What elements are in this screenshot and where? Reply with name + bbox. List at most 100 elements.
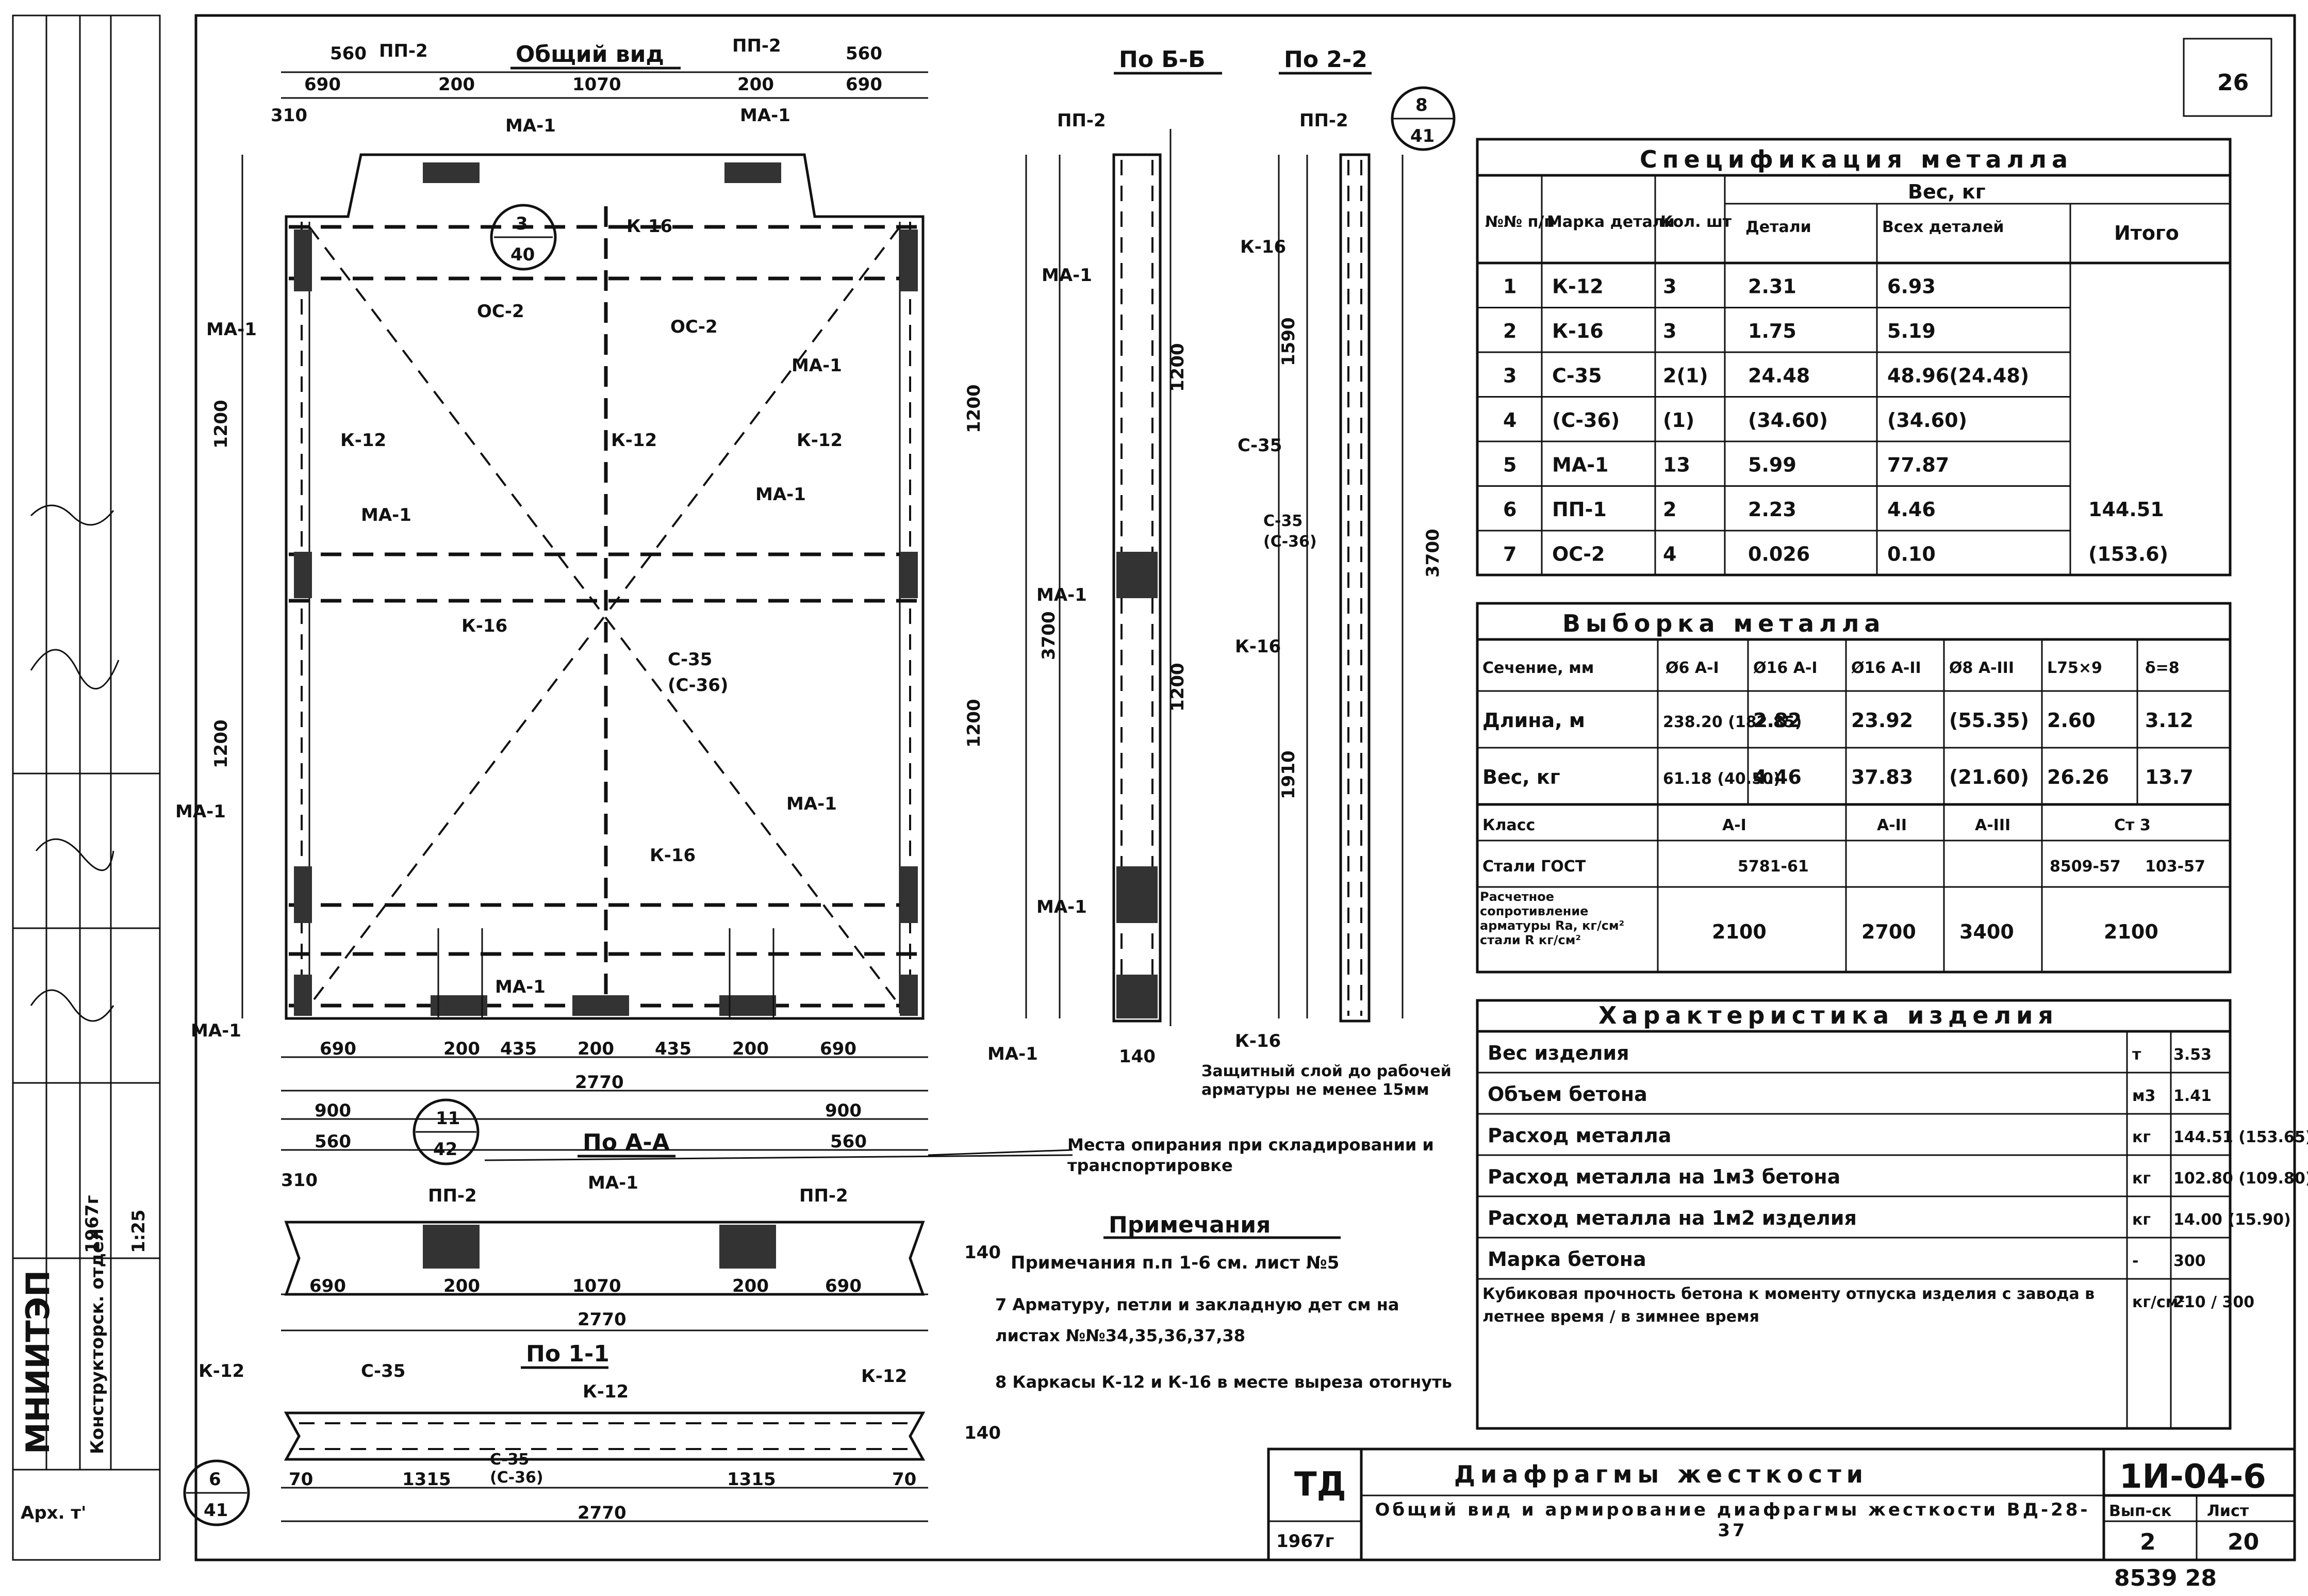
dim-bot-435-a: 435	[500, 1039, 537, 1059]
label-oc2-a: ОС-2	[477, 301, 524, 322]
dim-1200-left-b: 1200	[211, 719, 232, 768]
label-ma1-top-b: МА-1	[740, 105, 790, 126]
char-unit: -	[2132, 1252, 2138, 1270]
resist-label-box: Расчетное сопротивление арматуры Ra, кг/…	[1480, 890, 1624, 947]
tb-issue: 2	[2140, 1529, 2156, 1555]
label-ma1-left-1: МА-1	[206, 319, 257, 340]
tb-subtitle-box: Общий вид и армирование диафрагмы жестко…	[1375, 1500, 2087, 1541]
char-unit: кг	[2132, 1211, 2151, 1229]
spec-cell: 0.026	[1748, 543, 1810, 566]
dim-bot-200-a: 200	[443, 1039, 480, 1059]
svg-text:70: 70	[289, 1469, 313, 1490]
svg-text:Ø8 А-III: Ø8 А-III	[1949, 659, 2014, 677]
label-22-c35b: С-35	[1263, 512, 1303, 530]
tb-td: ТД	[1294, 1466, 1346, 1504]
label-ma1-bottom: МА-1	[495, 977, 546, 997]
note-8-box: 8 Каркасы К-12 и К-16 в месте выреза ото…	[995, 1372, 1452, 1392]
svg-text:L75×9: L75×9	[2047, 659, 2102, 677]
tb-sheet-label: Лист	[2207, 1502, 2249, 1520]
svg-text:Класс: Класс	[1482, 816, 1535, 834]
label-22-c36: (С-36)	[1263, 533, 1317, 551]
callout-3-40: 3 40	[490, 204, 557, 271]
svg-text:140: 140	[964, 1242, 1001, 1263]
label-ma1-right-1: МА-1	[792, 355, 842, 376]
spec-cell: ОС-2	[1552, 543, 1605, 566]
svg-text:1200: 1200	[1167, 343, 1188, 392]
svg-text:δ=8: δ=8	[2145, 659, 2180, 677]
spec-cell: 4	[1503, 409, 1516, 432]
section-aa: 690 200 1070 200 690 2770 ПП-2 МА-1 ПП-2…	[281, 1173, 1001, 1331]
label-k16-top: К-16	[627, 216, 672, 237]
steel-title: Выборка металла	[1562, 610, 1886, 637]
svg-text:1910: 1910	[1278, 750, 1299, 799]
steel-cell: 23.92	[1851, 709, 1913, 732]
spec-table: Спецификация металла Вес, кг №№ п/п Марк…	[1476, 138, 2232, 577]
tb-name: Диафрагмы жесткости	[1454, 1460, 1868, 1488]
spec-cell: 13	[1663, 454, 1690, 476]
callout-6-41: 6 41	[183, 1459, 250, 1526]
svg-text:Ø6 А-I: Ø6 А-I	[1666, 659, 1719, 677]
spec-cell: (153.6)	[2088, 543, 2168, 566]
spec-cell: (34.60)	[1887, 409, 1967, 432]
spec-cell: 77.87	[1887, 454, 1949, 476]
char-unit: кг/см²	[2132, 1293, 2185, 1311]
spec-title: Спецификация металла	[1640, 145, 2073, 173]
label-11-c36: (С-36)	[490, 1469, 543, 1487]
svg-text:6: 6	[209, 1469, 221, 1490]
label-bb-pp2: ПП-2	[1057, 110, 1106, 131]
label-22-k16-c: К-16	[1235, 1031, 1281, 1051]
svg-text:Кол. шт: Кол. шт	[1660, 213, 1732, 231]
spec-cell: 3	[1663, 320, 1676, 342]
dim-bb-140: 140	[1119, 1046, 1156, 1067]
dim-bot-200-c: 200	[732, 1039, 769, 1059]
svg-text:А-II: А-II	[1877, 816, 1907, 834]
spec-cell: 0.10	[1887, 543, 1936, 566]
svg-text:Ст 3: Ст 3	[2114, 816, 2151, 834]
dim-bot-560-b: 560	[830, 1131, 867, 1152]
spec-weight-head: Вес, кг	[1908, 180, 1986, 203]
label-c36: (С-36)	[668, 675, 728, 696]
spec-cell: ПП-1	[1552, 498, 1607, 521]
callout-11-42: 11 42	[413, 1098, 480, 1165]
spec-cell: К-12	[1552, 275, 1604, 298]
dim-200-b: 200	[737, 74, 774, 95]
svg-text:Всех деталей: Всех деталей	[1882, 218, 2004, 236]
spec-cell: 2	[1663, 498, 1676, 521]
svg-text:8: 8	[1415, 95, 1428, 116]
label-11-k12-b: К-12	[583, 1381, 629, 1402]
label-ma1-lower-right: МА-1	[786, 794, 837, 814]
dim-310: 310	[271, 105, 307, 126]
svg-text:А-I: А-I	[1722, 816, 1746, 834]
spec-cell: 7	[1503, 543, 1516, 566]
label-bb-ma1-a: МА-1	[1042, 265, 1092, 286]
tb-code: 1И-04-6	[2119, 1458, 2266, 1496]
svg-text:№№ п/п: №№ п/п	[1485, 213, 1555, 231]
notes-block: Защитный слой до рабочей арматуры не мен…	[484, 1062, 1452, 1392]
svg-text:40: 40	[510, 244, 535, 265]
dim-bot-2770: 2770	[575, 1072, 624, 1093]
spec-cell: 5.19	[1887, 320, 1936, 342]
dim-1200-right-a: 1200	[964, 384, 984, 433]
side-stamp: МНИИТЭП Конструкторск. отдел 1967г 1:25 …	[12, 14, 161, 1561]
dim-200-a: 200	[438, 74, 475, 95]
dim-560-left: 560	[330, 43, 367, 64]
spec-cell: 2.31	[1748, 275, 1796, 298]
char-value: 300	[2173, 1252, 2206, 1270]
dept-name: Конструкторск. отдел	[87, 1228, 108, 1454]
svg-text:Стали ГОСТ: Стали ГОСТ	[1482, 858, 1586, 876]
svg-text:2100: 2100	[2104, 920, 2158, 943]
spec-cell: МА-1	[1552, 454, 1608, 476]
dim-3700-a: 3700	[1038, 611, 1059, 660]
label-bb-ma1-b: МА-1	[1036, 585, 1087, 605]
view-aa-title: По А-А	[583, 1129, 670, 1156]
svg-text:70: 70	[892, 1469, 916, 1490]
label-11-k12-c: К-12	[861, 1366, 907, 1387]
steel-cell: 2.82	[1753, 709, 1802, 732]
svg-text:Марка детали: Марка детали	[1547, 213, 1675, 231]
label-aa-pp2-a: ПП-2	[428, 1186, 477, 1206]
label-k12-b: К-12	[611, 430, 657, 451]
